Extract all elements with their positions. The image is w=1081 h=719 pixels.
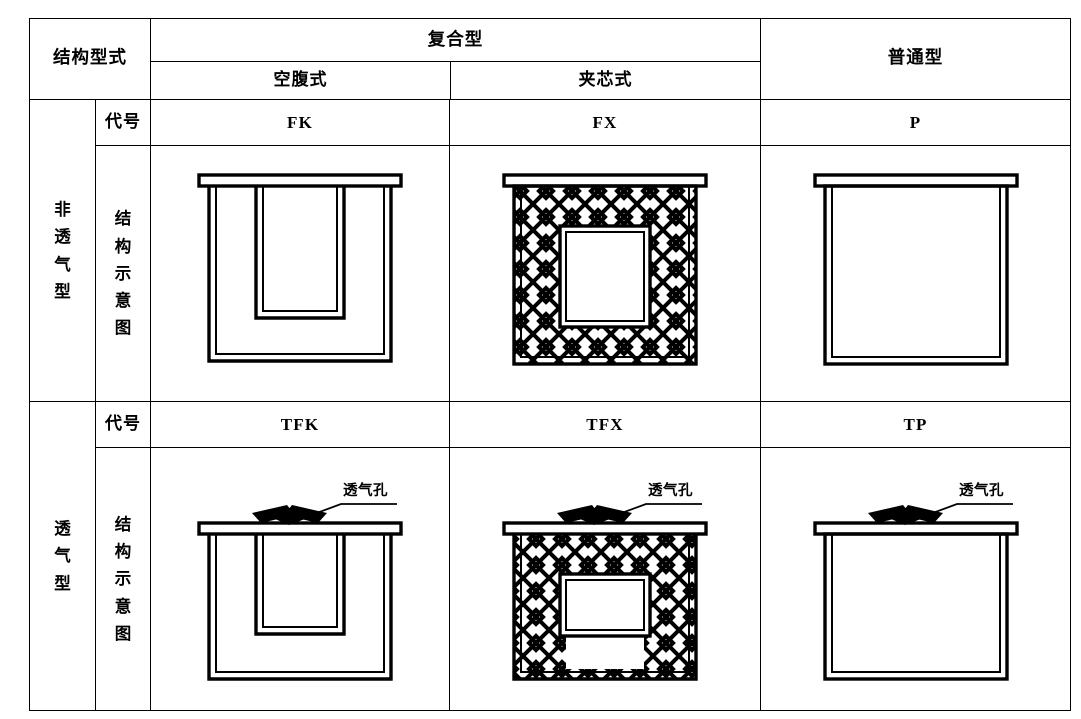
rowgroup-label-vented-text: 透 气 型 bbox=[30, 402, 95, 710]
table-header-row: 结构型式 复合型 空腹式 夹芯式 普通型 bbox=[29, 18, 1071, 100]
diagram-cell-fk bbox=[150, 145, 450, 402]
diagram-label-text-nonvented: 结 构 示 意 图 bbox=[96, 146, 150, 401]
diagram-tfk-hollow-u-vented: 透气孔 bbox=[197, 481, 403, 681]
code-cell-tfx: TFX bbox=[449, 401, 761, 448]
diagram-cell-tfk: 透气孔 bbox=[150, 447, 450, 711]
vlabel-char: 型 bbox=[54, 573, 71, 593]
header-subcol-hollow: 空腹式 bbox=[151, 62, 451, 99]
code-label-cell-vented: 代号 bbox=[95, 401, 151, 448]
vlabel-char: 透 bbox=[54, 519, 71, 539]
vlabel-char: 示 bbox=[114, 263, 132, 283]
vent-annotation-label: 透气孔 bbox=[343, 481, 388, 499]
vent-annotation-label: 透气孔 bbox=[959, 481, 1004, 499]
vlabel-char: 气 bbox=[54, 254, 71, 274]
code-cell-tp: TP bbox=[760, 401, 1071, 448]
vlabel-char: 气 bbox=[54, 546, 71, 566]
diagram-row-nonvented: 结 构 示 意 图 bbox=[30, 145, 1071, 402]
vlabel-char: 意 bbox=[114, 291, 132, 311]
vlabel-char: 示 bbox=[114, 569, 132, 589]
diagram-cell-p bbox=[760, 145, 1071, 402]
header-group-label-composite: 复合型 bbox=[151, 19, 760, 62]
vlabel-char: 图 bbox=[114, 623, 132, 643]
diagram-fx-sandwich bbox=[502, 173, 708, 366]
code-row-vented: 透 气 型 代号 TFK TFX TP bbox=[29, 401, 1071, 711]
code-value: FX bbox=[592, 112, 618, 132]
header-corner-cell: 结构型式 bbox=[29, 18, 151, 100]
diagram-tp-plain-box-vented: 透气孔 bbox=[812, 481, 1019, 681]
vlabel-char: 透 bbox=[54, 227, 71, 247]
diagram-label-cell-nonvented: 结 构 示 意 图 bbox=[95, 145, 151, 402]
rowgroup-label-nonvented: 非 透 气 型 bbox=[29, 99, 96, 402]
vent-leader-line bbox=[921, 502, 1013, 518]
vlabel-char: 构 bbox=[114, 236, 132, 256]
diagram-label-cell-vented: 结 构 示 意 图 bbox=[95, 447, 151, 711]
code-value: TFX bbox=[586, 414, 624, 434]
header-subcol-sandwich: 夹芯式 bbox=[578, 69, 633, 90]
header-group-label-ordinary: 普通型 bbox=[760, 18, 1071, 100]
diagram-p-plain-box bbox=[812, 173, 1019, 366]
structure-type-table: 结构型式 复合型 空腹式 夹芯式 普通型 非 bbox=[29, 18, 1071, 711]
code-label-cell-nonvented: 代号 bbox=[95, 99, 151, 146]
corner-header-label: 结构型式 bbox=[53, 48, 127, 69]
vent-annotation-label: 透气孔 bbox=[648, 481, 693, 499]
diagram-tfx-sandwich-vented: 透气孔 bbox=[502, 481, 708, 681]
diagram-cell-tp: 透气孔 bbox=[760, 447, 1071, 711]
code-value: TFK bbox=[280, 414, 320, 434]
vlabel-char: 构 bbox=[114, 542, 132, 562]
vlabel-char: 结 bbox=[114, 514, 132, 534]
vlabel-char: 结 bbox=[114, 209, 132, 229]
code-cell-fx: FX bbox=[449, 99, 761, 146]
vlabel-char: 非 bbox=[54, 200, 71, 220]
diagram-row-vented: 结 构 示 意 图 bbox=[30, 447, 1071, 711]
code-cell-fk: FK bbox=[150, 99, 450, 146]
vent-leader-line bbox=[305, 502, 397, 518]
vlabel-char: 型 bbox=[54, 281, 71, 301]
header-ordinary-label: 普通型 bbox=[887, 48, 944, 69]
diagram-label-text-vented: 结 构 示 意 图 bbox=[96, 448, 150, 710]
code-cell-p: P bbox=[760, 99, 1071, 146]
code-value: TP bbox=[903, 414, 928, 434]
vent-leader-line bbox=[610, 502, 702, 518]
header-composite-group-cell: 复合型 空腹式 夹芯式 bbox=[150, 18, 761, 100]
code-row-nonvented: 非 透 气 型 代号 FK FX P bbox=[29, 99, 1071, 402]
code-row-label: 代号 bbox=[105, 413, 141, 434]
diagram-cell-tfx: 透气孔 bbox=[449, 447, 761, 711]
code-cell-tfk: TFK bbox=[150, 401, 450, 448]
vlabel-char: 意 bbox=[114, 596, 132, 616]
code-value: FK bbox=[286, 112, 313, 132]
rowgroup-label-vented: 透 气 型 bbox=[29, 401, 96, 711]
code-value: P bbox=[909, 112, 922, 132]
rowgroup-label-nonvented-text: 非 透 气 型 bbox=[30, 100, 95, 401]
diagram-fk-hollow-u bbox=[197, 173, 403, 363]
vlabel-char: 图 bbox=[114, 318, 132, 338]
diagram-cell-fx bbox=[449, 145, 761, 402]
code-row-label: 代号 bbox=[105, 111, 141, 132]
